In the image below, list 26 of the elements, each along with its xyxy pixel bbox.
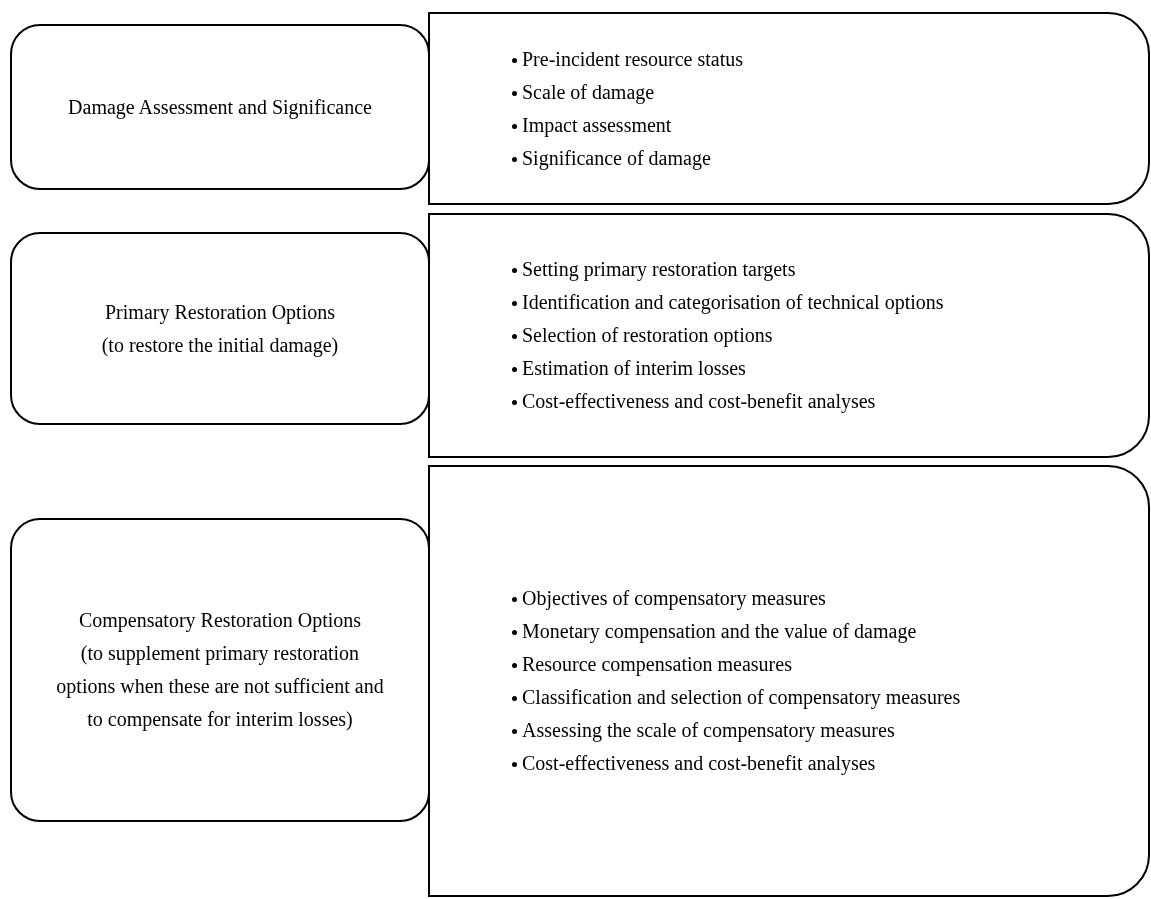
detail-box — [428, 465, 1150, 897]
stage-title: Primary Restoration Options — [105, 299, 335, 326]
stage-note: (to restore the initial damage) — [101, 332, 339, 359]
stage-box — [10, 24, 430, 190]
stage-title: Damage Assessment and Significance — [68, 94, 372, 121]
detail-box — [428, 213, 1150, 458]
stage-box — [10, 232, 430, 425]
bullet-item: Resource compensation measures — [512, 648, 1148, 681]
stage-box — [10, 518, 430, 822]
detail-box — [428, 12, 1150, 205]
bullet-item: Monetary compensation and the value of damage — [512, 615, 1148, 648]
bullet-item: Estimation of interim losses — [512, 352, 1148, 385]
bullet-item: Objectives of compensatory measures — [512, 582, 1148, 615]
bullet-item: Scale of damage — [512, 75, 1148, 109]
bullet-item: Cost-effectiveness and cost-benefit analyses — [512, 385, 1148, 418]
bullet-item: Significance of damage — [512, 141, 1148, 175]
bullet-item: Setting primary restoration targets — [512, 253, 1148, 286]
stage-note: (to supplement primary restoration options when these are not sufficient and to compensate for interim losses) — [55, 641, 385, 733]
bullet-item: Classification and selection of compensatory measures — [512, 681, 1148, 714]
bullet-item: Impact assessment — [512, 108, 1148, 142]
stage-title: Compensatory Restoration Options — [78, 608, 362, 634]
bullet-item: Assessing the scale of compensatory measures — [512, 714, 1148, 747]
bullet-item: Selection of restoration options — [512, 319, 1148, 352]
bullet-item: Identification and categorisation of technical options — [512, 286, 1148, 319]
bullet-item: Pre-incident resource status — [512, 42, 1148, 76]
bullet-item: Cost-effectiveness and cost-benefit analyses — [512, 747, 1148, 780]
